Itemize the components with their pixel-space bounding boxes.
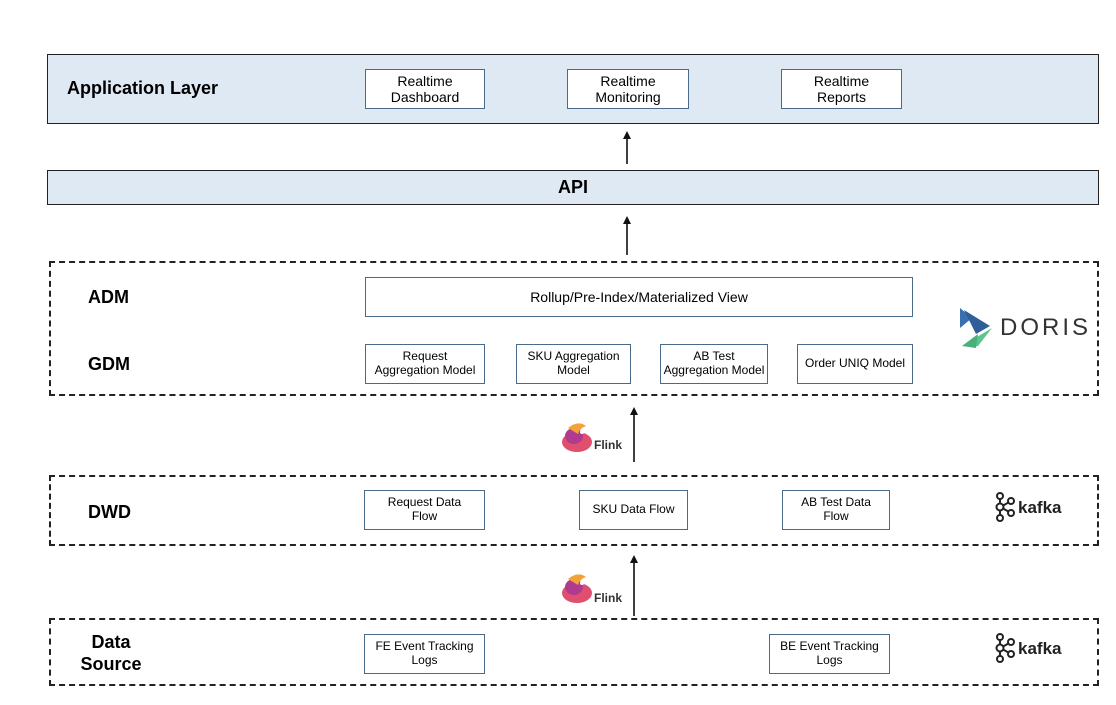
box-line: AB Test bbox=[693, 349, 735, 364]
box-line: SKU Aggregation bbox=[527, 349, 620, 364]
adm-label: ADM bbox=[88, 287, 129, 307]
data-source-label-line: Data bbox=[91, 632, 131, 652]
box-line: Reports bbox=[816, 89, 867, 105]
up-arrow-icon bbox=[623, 216, 631, 255]
box-line: Request Data bbox=[387, 495, 462, 510]
application-layer: Application Layer bbox=[47, 54, 1099, 124]
data-source-layer bbox=[49, 618, 1099, 686]
box-line: BE Event Tracking bbox=[780, 639, 879, 654]
doris-logo-text: DORIS bbox=[1000, 314, 1092, 341]
up-arrow-icon bbox=[630, 555, 638, 616]
data-source-label-line: Source bbox=[80, 654, 142, 674]
api-layer-label: API bbox=[557, 177, 588, 197]
up-arrow-icon bbox=[623, 131, 631, 164]
box-line: FE Event Tracking bbox=[375, 639, 474, 654]
doris-logo: DORIS bbox=[958, 306, 1088, 352]
sku-data-flow-box: SKU Data Flow bbox=[579, 490, 688, 530]
application-layer-label: Application Layer bbox=[67, 78, 219, 98]
box-line: Request bbox=[402, 349, 448, 364]
box-line: Order UNIQ Model bbox=[804, 356, 906, 371]
flink-logo-icon bbox=[562, 423, 592, 452]
kafka-logo-text: kafka bbox=[1018, 639, 1062, 658]
box-line: Logs bbox=[411, 653, 438, 667]
box-line: Realtime bbox=[397, 72, 453, 89]
box-line: SKU Data Flow bbox=[592, 502, 675, 517]
box-line: AB Test Data bbox=[801, 495, 871, 510]
box-line: Aggregation Model bbox=[663, 363, 765, 377]
flink-logo-text: Flink bbox=[594, 438, 623, 452]
kafka-logo: kafka bbox=[994, 631, 1074, 665]
box-line: Model bbox=[557, 363, 590, 377]
kafka-logo-icon bbox=[995, 633, 1015, 663]
kafka-logo-icon bbox=[995, 492, 1015, 522]
box-line: Flow bbox=[823, 509, 849, 523]
box-line: Realtime bbox=[600, 72, 656, 89]
kafka-logo-text: kafka bbox=[1018, 498, 1062, 517]
gdm-label: GDM bbox=[88, 354, 130, 374]
box-line: Monitoring bbox=[595, 89, 661, 105]
box-line: Logs bbox=[816, 653, 843, 667]
up-arrow-icon bbox=[630, 407, 638, 462]
dwd-label: DWD bbox=[88, 502, 131, 522]
box-line: Realtime bbox=[813, 72, 870, 89]
rollup-materialized-view-box: Rollup/Pre-Index/Materialized View bbox=[365, 277, 913, 317]
flink-logo-text: Flink bbox=[594, 591, 623, 605]
order-uniq-model-box: Order UNIQ Model bbox=[797, 344, 913, 384]
flink-logo: Flink bbox=[560, 420, 630, 454]
box-line: Aggregation Model bbox=[374, 363, 476, 377]
dwd-layer bbox=[49, 475, 1099, 546]
doris-logo-icon bbox=[960, 308, 992, 348]
box-line: Flow bbox=[411, 509, 438, 523]
flink-logo-icon bbox=[562, 574, 592, 603]
api-layer: API bbox=[47, 170, 1099, 205]
data-source-label: Data Source bbox=[78, 631, 144, 675]
kafka-logo: kafka bbox=[994, 490, 1074, 524]
box-line: Dashboard bbox=[390, 89, 460, 105]
flink-logo: Flink bbox=[560, 571, 630, 605]
